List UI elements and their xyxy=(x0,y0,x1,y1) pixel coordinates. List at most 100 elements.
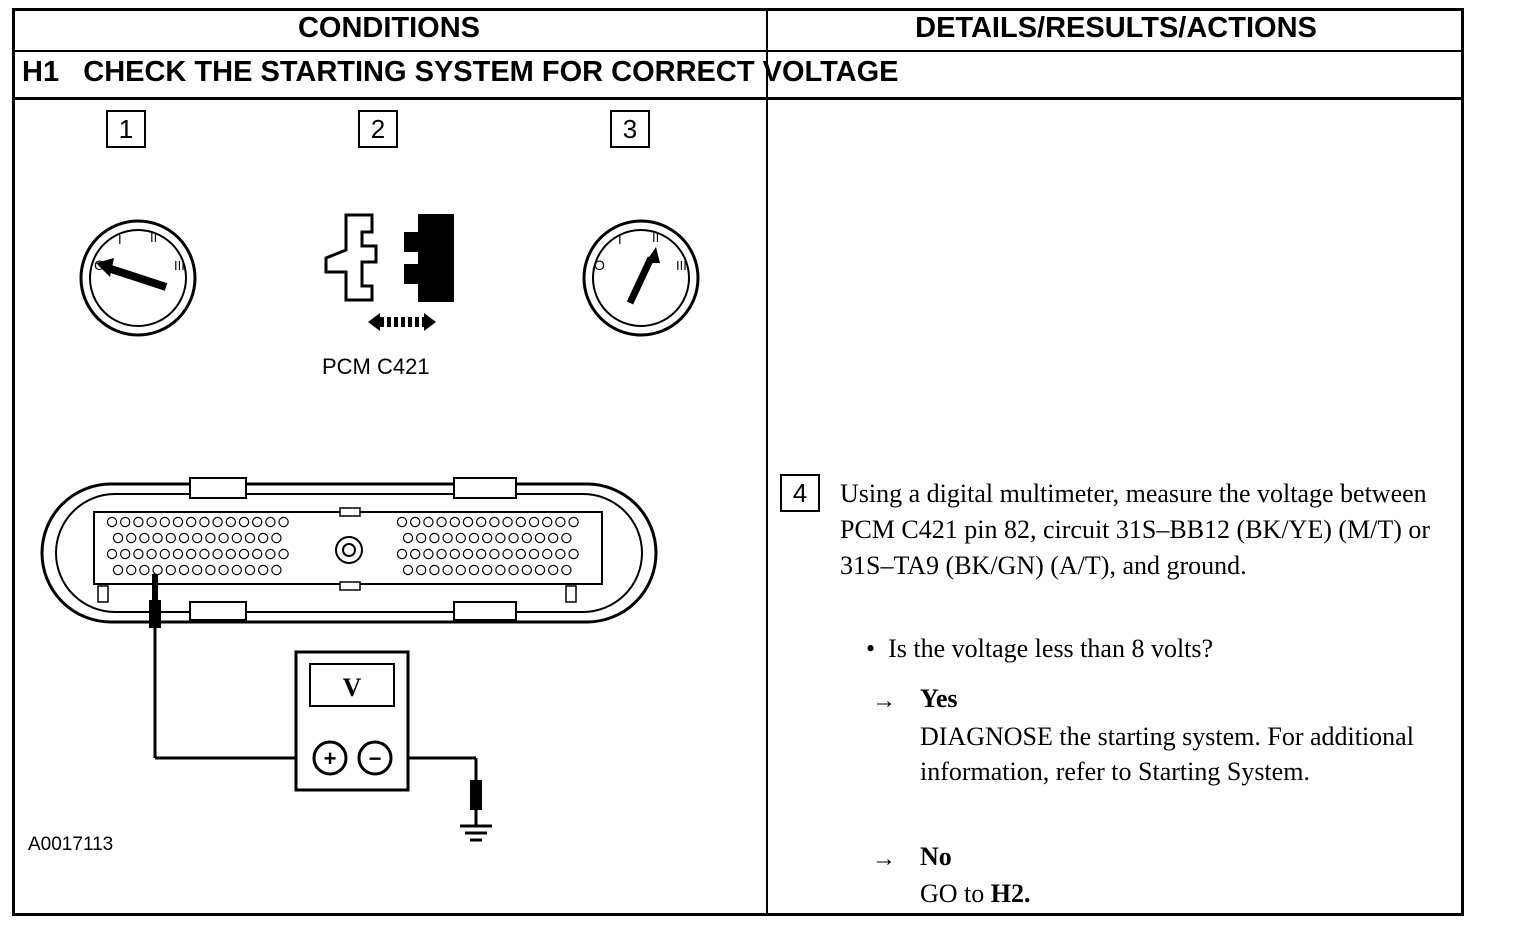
connector-pin xyxy=(278,516,289,528)
connector-pin xyxy=(416,564,427,576)
connector-pin xyxy=(449,548,460,560)
step-1-box: 1 xyxy=(106,110,146,148)
connector-pin xyxy=(244,532,256,544)
connector-pin xyxy=(502,516,513,528)
connector-label: PCM C421 xyxy=(322,354,430,379)
connector-pin xyxy=(106,548,118,560)
ignition-switch-run-icon: O I II III xyxy=(582,219,700,337)
connector-pin xyxy=(521,532,533,544)
connector-pin xyxy=(468,532,480,544)
connector-pin xyxy=(119,516,131,528)
svg-text:V: V xyxy=(343,673,362,702)
connector-pin xyxy=(218,532,229,544)
connector-pin xyxy=(212,548,223,560)
connector-pin xyxy=(112,564,124,576)
connector-pin xyxy=(455,564,466,576)
connector-pin xyxy=(252,516,263,528)
connector-pin xyxy=(568,516,579,528)
connector-pin xyxy=(462,516,474,528)
pcm-connector-icon xyxy=(40,477,658,624)
connector-pin xyxy=(218,564,229,576)
section-divider xyxy=(12,97,1464,100)
figure-id: A0017113 xyxy=(28,834,114,855)
svg-text:O: O xyxy=(594,257,605,273)
svg-text:III: III xyxy=(174,258,185,273)
svg-text:I: I xyxy=(118,232,122,247)
connector-pin xyxy=(212,516,223,528)
connector-pin xyxy=(205,532,216,544)
connector-pin xyxy=(476,516,487,528)
connector-pin xyxy=(410,548,421,560)
disconnected-connector-icon xyxy=(324,213,454,331)
connector-pin xyxy=(416,532,427,544)
connector-pin xyxy=(172,516,184,528)
connector-pin xyxy=(476,548,487,560)
svg-text:II: II xyxy=(150,230,157,245)
connector-pin xyxy=(528,548,540,560)
connector-pin xyxy=(271,532,282,544)
svg-text:III: III xyxy=(676,258,687,273)
connector-pin xyxy=(199,516,210,528)
connector-pin xyxy=(146,516,157,528)
connector-pin xyxy=(423,548,434,560)
connector-pin xyxy=(152,532,163,544)
connector-pin xyxy=(172,548,184,560)
connector-pin xyxy=(489,548,500,560)
connector-pin xyxy=(178,564,190,576)
table-frame xyxy=(12,8,1464,916)
header-divider xyxy=(12,50,1464,52)
connector-pin xyxy=(231,564,242,576)
connector-pin xyxy=(133,516,144,528)
connector-pin xyxy=(508,532,519,544)
connector-pin xyxy=(429,532,440,544)
connector-pin xyxy=(185,516,197,528)
no-action: GO to H2. xyxy=(920,876,1440,911)
connector-pin xyxy=(231,532,242,544)
connector-pin xyxy=(112,532,124,544)
step-2-box: 2 xyxy=(358,110,398,148)
connector-pin xyxy=(508,564,519,576)
connector-pin xyxy=(185,548,197,560)
connector-pin xyxy=(482,564,493,576)
connector-pin xyxy=(568,548,579,560)
ignition-switch-off-icon: O I II III xyxy=(79,219,197,337)
connector-pin xyxy=(515,516,527,528)
connector-pin xyxy=(271,564,282,576)
connector-pin xyxy=(106,516,118,528)
details-header: DETAILS/RESULTS/ACTIONS xyxy=(915,12,1317,44)
connector-pin xyxy=(548,564,559,576)
connector-pin xyxy=(436,548,447,560)
connector-pin xyxy=(429,564,440,576)
connector-pin xyxy=(489,516,500,528)
connector-pin xyxy=(265,516,276,528)
connector-pin xyxy=(495,564,506,576)
connector-pin xyxy=(178,532,190,544)
connector-pin xyxy=(396,516,408,528)
connector-pin xyxy=(423,516,434,528)
connector-pin xyxy=(555,548,566,560)
svg-text:I: I xyxy=(618,232,622,247)
connector-pin xyxy=(542,516,553,528)
connector-pin xyxy=(534,564,546,576)
svg-text:O: O xyxy=(94,257,105,273)
connector-pin xyxy=(258,532,269,544)
yes-arrow-icon: → xyxy=(872,688,896,714)
connector-pin xyxy=(238,516,250,528)
multimeter-icon: V + − xyxy=(294,650,410,792)
step-4-box: 4 xyxy=(780,474,820,512)
connector-pin xyxy=(561,564,572,576)
question-text: Is the voltage less than 8 volts? xyxy=(888,634,1214,663)
connector-pin xyxy=(468,564,480,576)
connector-pin xyxy=(462,548,474,560)
yes-label: Yes xyxy=(920,684,958,713)
connector-pin xyxy=(502,548,513,560)
connector-pin xyxy=(225,516,236,528)
connector-pin xyxy=(146,548,157,560)
connector-pin xyxy=(258,564,269,576)
no-action-prefix: GO to xyxy=(920,879,991,908)
column-divider xyxy=(766,8,768,916)
connector-pin xyxy=(542,548,553,560)
yes-action: DIAGNOSE the starting system. For additi… xyxy=(920,722,1414,786)
section-text: CHECK THE STARTING SYSTEM FOR CORRECT VO… xyxy=(83,56,899,88)
connector-pin xyxy=(165,532,176,544)
